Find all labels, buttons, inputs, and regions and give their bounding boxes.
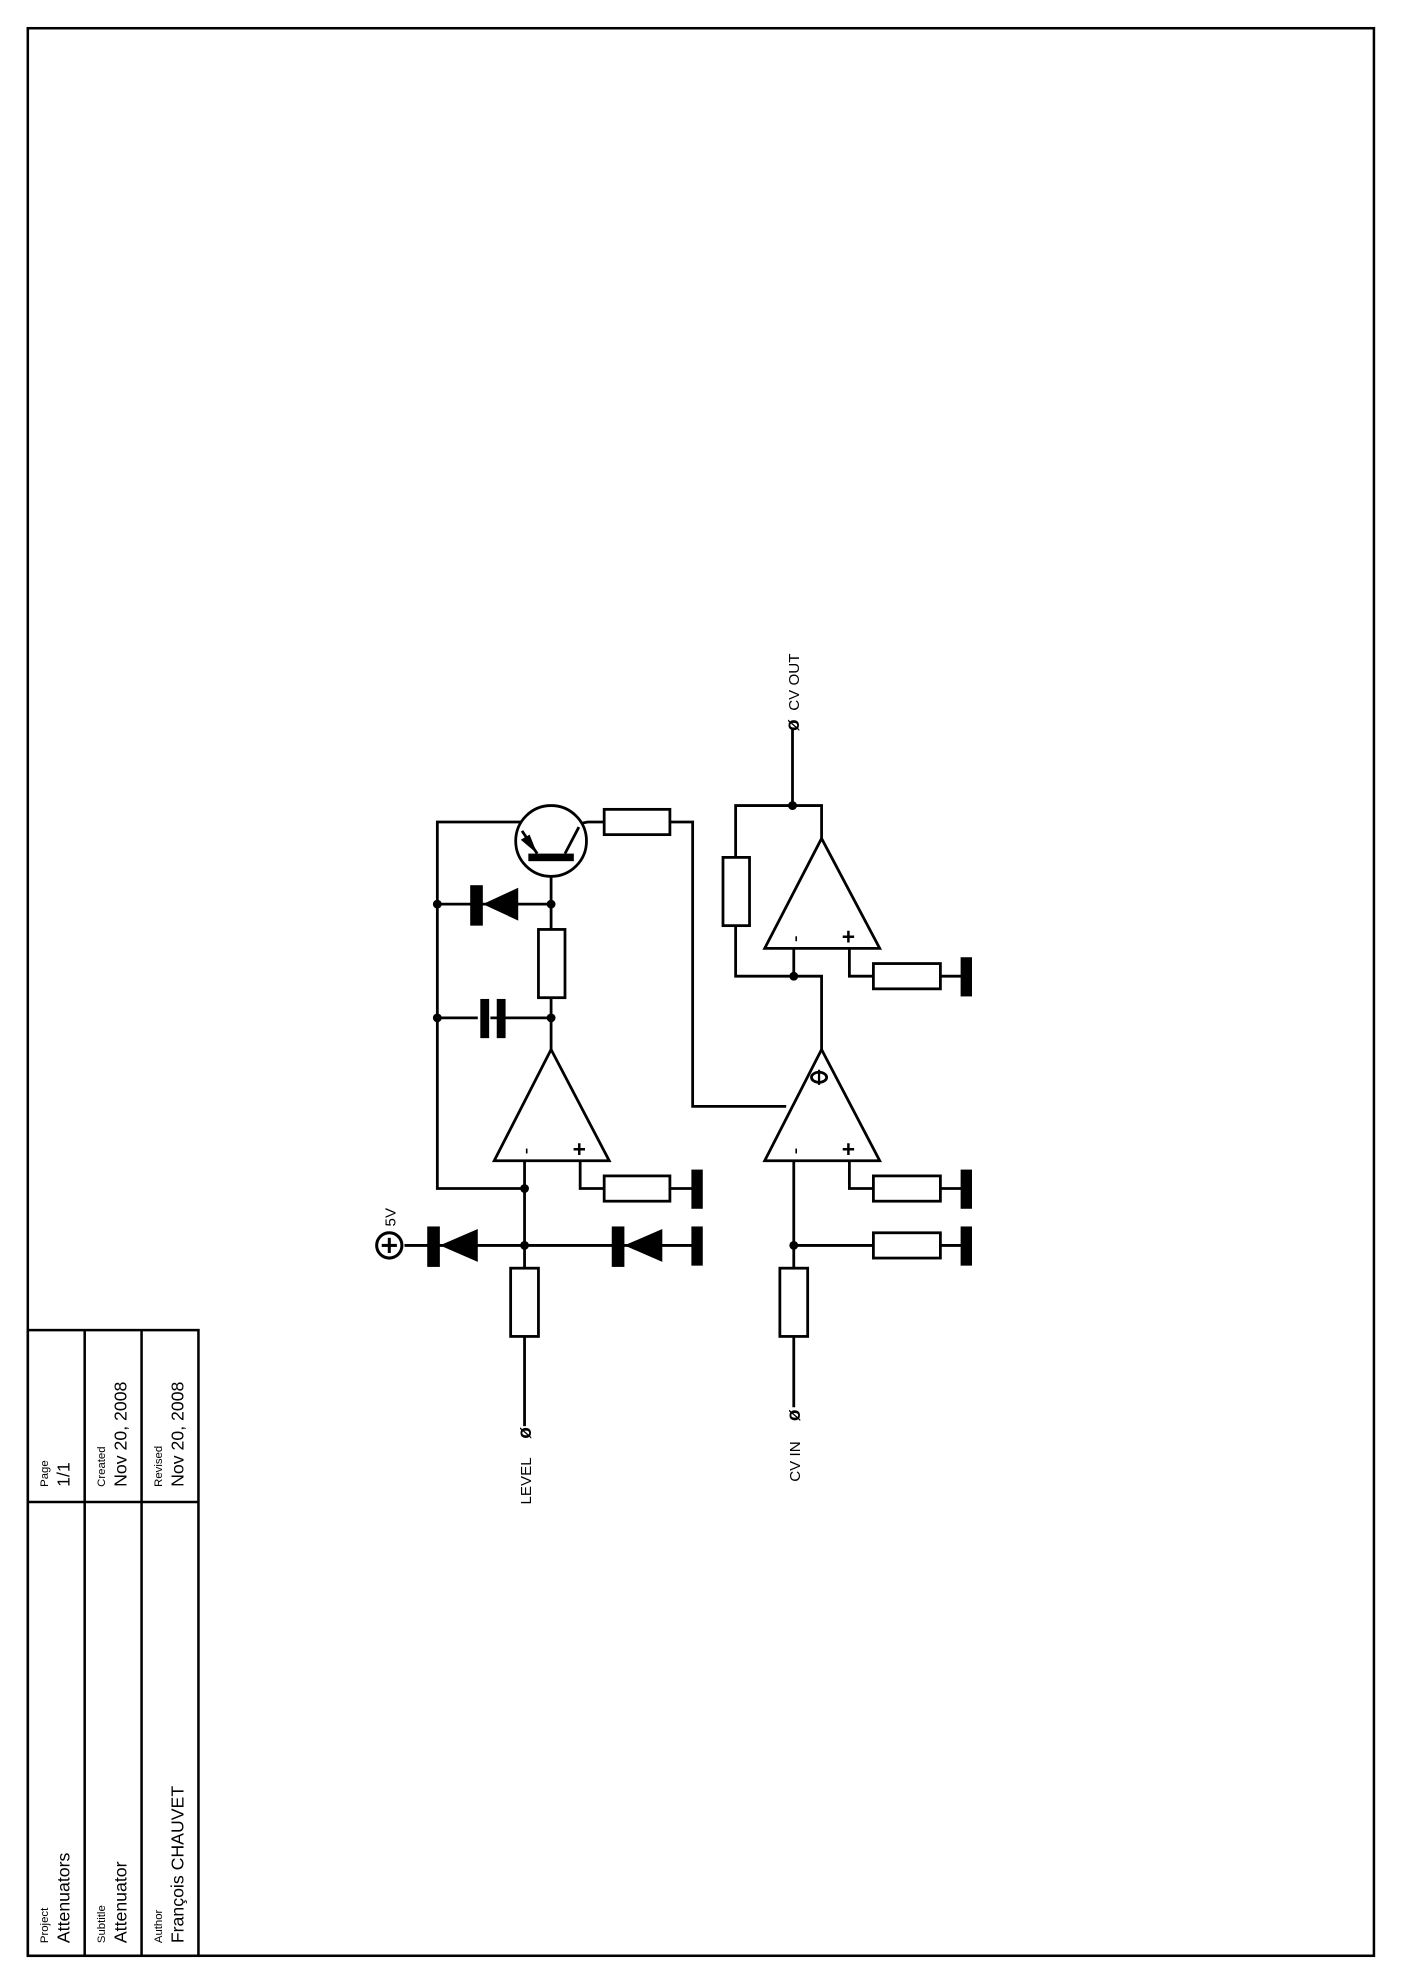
resistor <box>509 1266 540 1338</box>
plus-sign: + <box>842 1136 855 1162</box>
resistor <box>537 928 567 1000</box>
cv-out-label: CV OUT <box>786 654 803 711</box>
level-terminal[interactable]: ø LEVEL <box>515 1427 536 1505</box>
resistor <box>872 1231 942 1260</box>
resistor <box>872 1174 942 1203</box>
terminal-icon: ø <box>783 719 804 731</box>
cv-in-terminal[interactable]: ø CV IN <box>784 1409 805 1482</box>
ground-icon <box>960 957 972 997</box>
ground-icon <box>691 1169 703 1209</box>
plus-sign: + <box>842 924 855 950</box>
terminal-icon: ø <box>515 1427 536 1439</box>
resistors <box>509 807 942 1338</box>
supply-5v: 5V <box>375 1207 404 1260</box>
capacitor-icon <box>477 998 506 1039</box>
cv-out-terminal[interactable]: ø CV OUT <box>783 654 804 731</box>
author-value: François CHAUVET <box>167 1786 187 1943</box>
sheet-border <box>26 26 1376 1958</box>
ground-icon <box>691 1226 703 1266</box>
project-value: Attenuators <box>54 1853 74 1944</box>
ground-icon <box>960 1169 972 1209</box>
resistor <box>602 1174 672 1203</box>
level-label: LEVEL <box>518 1457 535 1504</box>
minus-sign: - <box>515 1148 537 1155</box>
revised-value: Nov 20, 2008 <box>167 1381 187 1486</box>
ground-icon <box>960 1226 972 1266</box>
created-value: Nov 20, 2008 <box>110 1381 130 1486</box>
transistor-icon <box>514 804 588 878</box>
plus-sign: + <box>573 1136 586 1162</box>
subtitle-value: Attenuator <box>110 1861 130 1943</box>
page-value: 1/1 <box>54 1462 74 1487</box>
resistor <box>721 855 751 928</box>
project-label: Project <box>39 1907 51 1943</box>
resistor <box>872 962 942 991</box>
diode-icon <box>611 1226 663 1267</box>
subtitle-label: Subtitle <box>96 1905 108 1943</box>
terminal-icon: ø <box>784 1409 805 1421</box>
ground-icons <box>691 957 972 1266</box>
cv-in-label: CV IN <box>787 1441 804 1481</box>
opamp-vca: - + <box>762 1046 883 1163</box>
title-block: Project Attenuators Page 1/1 Subtitle At… <box>26 1328 200 1958</box>
revised-label: Revised <box>153 1446 165 1487</box>
opamp-output: - + <box>762 835 883 950</box>
supply-label: 5V <box>383 1207 400 1226</box>
created-label: Created <box>96 1446 108 1486</box>
resistor <box>778 1266 810 1338</box>
minus-sign: - <box>784 935 806 942</box>
junction-dots <box>432 801 799 1250</box>
page-label: Page <box>39 1460 51 1487</box>
ota-symbol-icon <box>810 1069 829 1085</box>
diode-icon <box>470 885 519 926</box>
opamp-level: - + <box>491 1046 612 1163</box>
minus-sign: - <box>784 1148 806 1155</box>
wires <box>404 728 967 1427</box>
diode-icon <box>427 1226 478 1267</box>
resistor <box>602 807 672 837</box>
author-label: Author <box>153 1909 165 1943</box>
